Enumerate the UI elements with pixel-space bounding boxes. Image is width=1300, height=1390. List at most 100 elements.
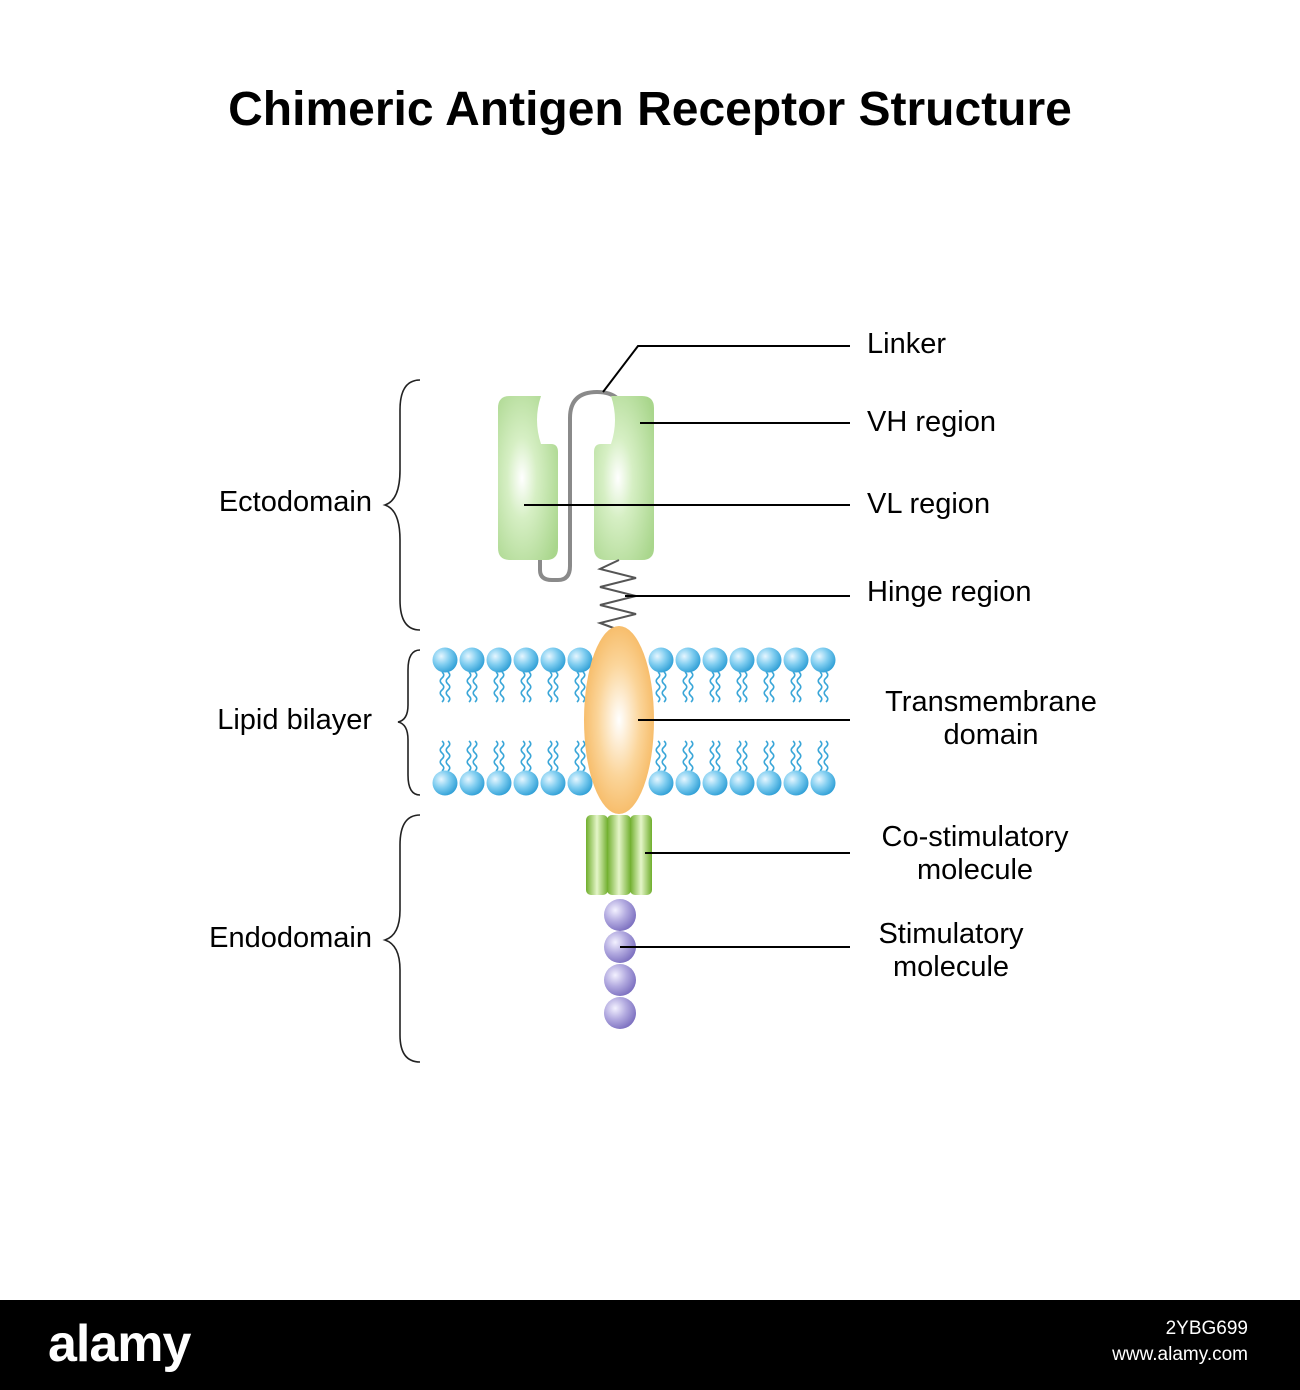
costimulatory-label-line1: Co-stimulatory: [881, 821, 1069, 853]
lipid-tail: [493, 740, 499, 772]
lipid-head: [432, 770, 458, 796]
lipid-tail: [580, 671, 586, 703]
vl-region-shape: [498, 396, 558, 560]
lipid-tail: [736, 671, 742, 703]
lipid-tail: [823, 671, 829, 703]
lipid-tail: [790, 671, 796, 703]
lipid-tail: [655, 671, 661, 703]
image-id-info: 2YBG699 www.alamy.com: [1112, 1316, 1248, 1368]
lipid-tail: [709, 740, 715, 772]
transmembrane-domain: [584, 626, 654, 814]
lipid-tail: [445, 671, 451, 703]
lipid-tail: [715, 740, 721, 772]
lipid-tail: [682, 740, 688, 772]
costimulatory-label: Co-stimulatory molecule: [862, 821, 1088, 887]
lipid-head: [486, 770, 512, 796]
lipid-head: [648, 770, 674, 796]
linker-leader: [602, 345, 850, 393]
lipid-tail: [493, 671, 499, 703]
lipid-bilayer: [432, 647, 836, 796]
lipid-head: [729, 647, 755, 673]
vl-region-label: VL region: [867, 488, 991, 520]
lipid-head: [459, 770, 485, 796]
lipid-tail: [682, 671, 688, 703]
lipid-head: [513, 770, 539, 796]
footer-bar: alamy 2YBG699 www.alamy.com: [0, 1300, 1300, 1390]
lipid-head: [459, 647, 485, 673]
stimulatory-label-line2: molecule: [892, 951, 1010, 983]
lipid-head: [540, 647, 566, 673]
image-id: 2YBG699: [1165, 1318, 1248, 1339]
lipid-head: [432, 647, 458, 673]
lipid-tail: [715, 671, 721, 703]
lipid-tail: [796, 740, 802, 772]
lipid-tail: [763, 671, 769, 703]
lipid-head: [567, 770, 593, 796]
lipid-tail: [574, 671, 580, 703]
lipid-tail: [580, 740, 586, 772]
diagram-title: Chimeric Antigen Receptor Structure: [228, 83, 1072, 136]
lipid-head: [486, 647, 512, 673]
lipid-tail: [769, 740, 775, 772]
lipid-tail: [823, 740, 829, 772]
lipid-head: [729, 770, 755, 796]
lipid-tail: [445, 740, 451, 772]
vh-region-shape: [594, 396, 654, 560]
vh-region-label: VH region: [867, 406, 996, 438]
stimulatory-label: Stimulatory molecule: [862, 918, 1040, 984]
lipid-head: [675, 647, 701, 673]
transmembrane-label: Transmembrane domain: [862, 686, 1120, 752]
transmembrane-label-line2: domain: [943, 719, 1039, 751]
lipid-tail: [661, 740, 667, 772]
lipid-tail: [796, 671, 802, 703]
lipid-tail: [472, 671, 478, 703]
lipid-head: [567, 647, 593, 673]
linker-label: Linker: [867, 328, 946, 360]
endodomain-label: Endodomain: [209, 922, 372, 954]
lipid-tail: [742, 671, 748, 703]
lipid-tail: [736, 740, 742, 772]
lipid-tail: [547, 671, 553, 703]
lipid-tail: [466, 671, 472, 703]
lipid-tail: [661, 671, 667, 703]
lipid-tail: [499, 740, 505, 772]
lipid-tail: [520, 671, 526, 703]
ectodomain-label: Ectodomain: [218, 486, 372, 518]
lipid-tail: [763, 740, 769, 772]
lipid-tail: [817, 671, 823, 703]
transmembrane-label-line1: Transmembrane: [885, 686, 1097, 718]
lipid-tail: [520, 740, 526, 772]
alamy-logo: alamy: [48, 1315, 191, 1373]
site-url: www.alamy.com: [1112, 1344, 1248, 1365]
ectodomain-brace: [382, 379, 421, 631]
lipid-tail: [553, 671, 559, 703]
lipid-head: [756, 770, 782, 796]
lipid-tail: [472, 740, 478, 772]
lipid-head: [540, 770, 566, 796]
lipid-head: [702, 770, 728, 796]
lipid-bilayer-brace: [397, 649, 421, 796]
lipid-head: [783, 770, 809, 796]
lipid-head: [648, 647, 674, 673]
lipid-head: [675, 770, 701, 796]
lipid-tail: [688, 740, 694, 772]
lipid-tail: [709, 671, 715, 703]
lipid-head: [783, 647, 809, 673]
costimulatory-molecule: [586, 815, 652, 895]
lipid-tail: [769, 671, 775, 703]
lipid-tail: [655, 740, 661, 772]
lipid-tail: [526, 740, 532, 772]
car-structure-diagram: [382, 345, 850, 1063]
lipid-tail: [499, 671, 505, 703]
lipid-tail: [742, 740, 748, 772]
lipid-tail: [553, 740, 559, 772]
endodomain-brace: [382, 814, 421, 1063]
lipid-tail: [574, 740, 580, 772]
lipid-tail: [790, 740, 796, 772]
lipid-head: [756, 647, 782, 673]
lipid-tail: [466, 740, 472, 772]
stimulatory-label-line1: Stimulatory: [878, 918, 1024, 950]
lipid-tail: [547, 740, 553, 772]
lipid-head: [810, 770, 836, 796]
lipid-tail: [688, 671, 694, 703]
